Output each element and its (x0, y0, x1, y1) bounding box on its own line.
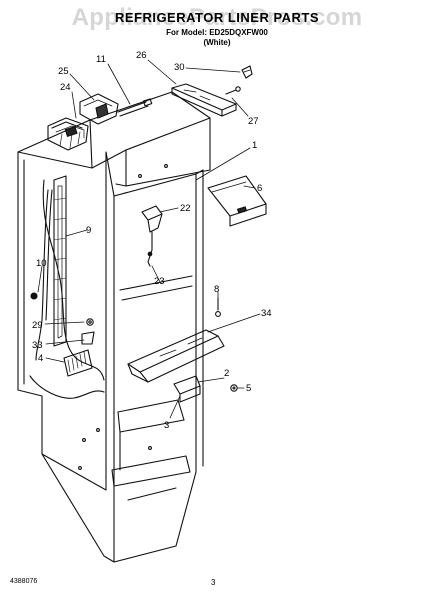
callout-29: 29 (32, 320, 43, 331)
callout-6: 6 (257, 183, 262, 194)
callout-33: 33 (32, 340, 43, 351)
page-number: 3 (211, 578, 216, 587)
part-8-screw (215, 297, 221, 317)
callout-25: 25 (58, 66, 69, 77)
part-26-rail (171, 83, 237, 117)
callout-27: 27 (248, 116, 259, 127)
part-10-harness (30, 189, 53, 361)
part-11-thermistor (117, 98, 153, 117)
part-22-23-bracket-harness (141, 205, 163, 267)
callout-labels: 25 11 26 30 24 27 1 6 22 9 10 23 8 34 29… (32, 50, 272, 431)
callout-5: 5 (246, 383, 251, 394)
callout-23: 23 (154, 276, 165, 287)
callout-30: 30 (174, 62, 185, 73)
callout-26: 26 (136, 50, 147, 61)
callout-22: 22 (180, 203, 191, 214)
page-title: REFRIGERATOR LINER PARTS (114, 10, 320, 25)
callout-1: 1 (252, 140, 257, 151)
callout-3: 3 (164, 420, 169, 431)
part-27-screw (225, 86, 241, 95)
watermark-logo: AppliancePartsPros.com (71, 4, 363, 31)
callout-4: 4 (38, 353, 43, 364)
leader-lines (37, 59, 261, 419)
callout-9: 9 (86, 225, 91, 236)
callout-2: 2 (224, 368, 229, 379)
model-subtitle: For Model: ED25DQXFW00 (166, 28, 268, 37)
part-5-screw (230, 384, 238, 392)
callout-10: 10 (36, 258, 47, 269)
callout-34: 34 (261, 308, 272, 319)
part-30-clip (241, 65, 253, 79)
callout-11: 11 (96, 54, 106, 65)
part-24-25-control-housing (47, 93, 119, 151)
part-2-bracket (173, 375, 201, 403)
color-subtitle: (White) (203, 38, 231, 47)
part-29-33-grommet (81, 318, 95, 345)
part-6-bracket (207, 175, 267, 227)
document-number: 4388076 (10, 578, 38, 585)
callout-8: 8 (214, 284, 219, 295)
liner-cabinet (17, 91, 211, 563)
part-34-cover (127, 329, 225, 383)
part-4-grille (63, 349, 93, 377)
callout-24: 24 (60, 82, 71, 93)
